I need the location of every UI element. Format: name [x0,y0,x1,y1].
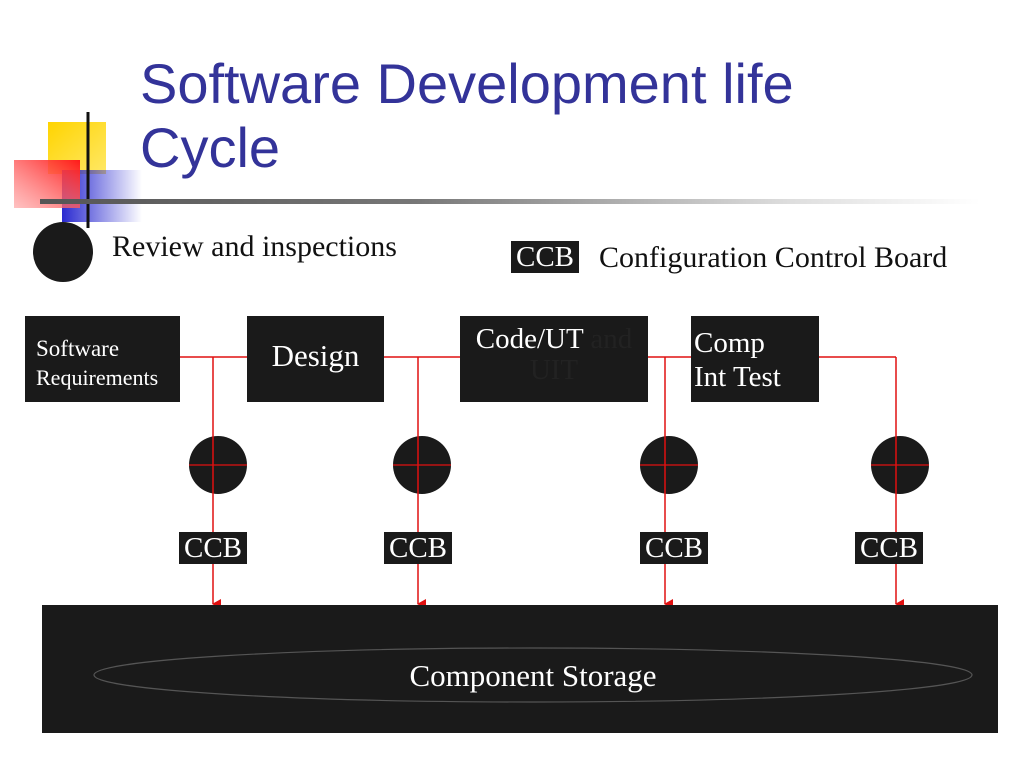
component-storage-panel [42,605,998,733]
component-storage-ellipse [93,647,973,703]
slide-title: Software Development life Cycle [140,52,1000,180]
title-line-1: Software Development life [140,52,794,115]
ccb-badge-3: CCB [640,532,709,564]
box-3-and: and [590,323,633,355]
box-code-ut: Code/UT and UIT [460,316,648,402]
ccb-badge-1: CCB [179,532,248,564]
box-3-line-2: UIT [529,354,579,386]
box-software-requirements: Software Requirements [25,316,180,402]
review-legend-dot [33,222,93,282]
box-comp-int-test: Comp Int Test [691,316,819,402]
box-3-line-1: Code/UT and [460,324,648,354]
ccb-badge-2: CCB [384,532,453,564]
component-storage-label: Component Storage [409,658,657,693]
box-4-line-1: Comp [694,327,765,359]
ccb-badge-4: CCB [855,532,924,564]
ccb-legend-badge: CCB [511,241,580,273]
box-1-line-2: Requirements [36,365,159,390]
box-3-code-ut: Code/UT [475,323,584,355]
review-legend-label: Review and inspections [112,230,397,263]
title-divider [40,199,980,204]
title-line-2: Cycle [140,116,281,179]
box-1-line-1: Software [36,336,120,361]
box-design: Design [247,316,384,402]
box-4-line-2: Int Test [694,361,781,393]
ccb-legend-label: Configuration Control Board [599,241,948,274]
box-2-line-1: Design [271,338,360,373]
